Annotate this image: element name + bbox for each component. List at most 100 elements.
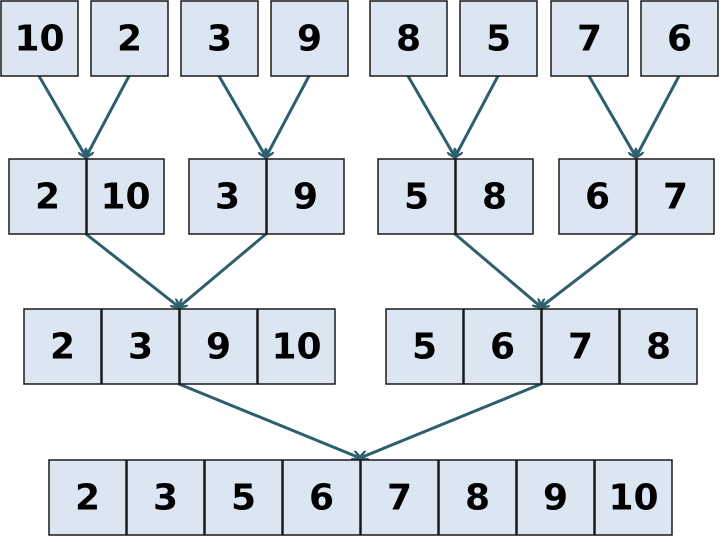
merge-arrow: [455, 74, 500, 157]
array-cell: 8: [438, 459, 517, 536]
cell-box: [550, 0, 629, 77]
array-group: 2 3 5 6 7 8 9 10: [48, 459, 673, 536]
array-cell: 7: [360, 459, 439, 536]
merge-arrow: [84, 232, 179, 307]
cell-box: [438, 459, 517, 536]
merge-arrow: [86, 74, 131, 157]
cell-value: 5: [412, 327, 437, 368]
array-group: 2 10: [8, 158, 165, 235]
merge-arrow: [406, 74, 455, 157]
array-cell: 2: [8, 158, 87, 235]
cell-box: [90, 0, 169, 77]
merge-arrow: [217, 74, 266, 157]
cell-box: [558, 158, 637, 235]
array-cell: 6: [463, 308, 542, 385]
cell-box: [101, 308, 180, 385]
cell-box: [0, 0, 79, 77]
array-cell: 7: [550, 0, 629, 77]
cell-box: [126, 459, 205, 536]
cell-value: 6: [585, 177, 610, 218]
cell-value: 2: [50, 327, 75, 368]
cell-value: 3: [207, 19, 232, 60]
cell-box: [541, 308, 620, 385]
cell-value: 7: [387, 478, 412, 519]
cell-value: 3: [153, 478, 178, 519]
cell-box: [204, 459, 283, 536]
array-group: 9: [270, 0, 349, 77]
cell-value: 5: [486, 19, 511, 60]
cell-value: 6: [309, 478, 334, 519]
array-group: 3: [180, 0, 259, 77]
merge-arrow: [541, 232, 638, 307]
cell-value: 10: [608, 478, 658, 519]
cell-box: [270, 0, 349, 77]
merge-arrow: [177, 382, 360, 458]
array-cell: 7: [636, 158, 715, 235]
cell-value: 9: [543, 478, 568, 519]
array-cell: 3: [126, 459, 205, 536]
cell-value: 9: [206, 327, 231, 368]
array-group: 10: [0, 0, 79, 77]
array-cell: 2: [23, 308, 102, 385]
cell-box: [180, 0, 259, 77]
merge-arrow: [360, 382, 543, 458]
cell-value: 6: [667, 19, 692, 60]
array-cell: 2: [48, 459, 127, 536]
cell-box: [282, 459, 361, 536]
array-cell: 10: [257, 308, 336, 385]
merge-arrow: [179, 232, 268, 307]
merge-arrow: [266, 74, 311, 157]
cell-value: 8: [465, 478, 490, 519]
cell-value: 5: [231, 478, 256, 519]
cell-box: [377, 158, 456, 235]
cell-value: 10: [271, 327, 321, 368]
cell-value: 10: [100, 177, 150, 218]
cell-value: 6: [490, 327, 515, 368]
cell-value: 7: [568, 327, 593, 368]
cell-value: 9: [297, 19, 322, 60]
array-cell: 9: [516, 459, 595, 536]
cell-value: 2: [35, 177, 60, 218]
cell-box: [640, 0, 719, 77]
array-cell: 5: [459, 0, 538, 77]
cell-value: 7: [663, 177, 688, 218]
cell-box: [455, 158, 534, 235]
array-cell: 10: [86, 158, 165, 235]
array-cell: 8: [455, 158, 534, 235]
cell-value: 2: [117, 19, 142, 60]
array-group: 6: [640, 0, 719, 77]
cell-box: [619, 308, 698, 385]
cell-box: [86, 158, 165, 235]
cell-value: 9: [293, 177, 318, 218]
merge-arrow: [453, 232, 541, 307]
cell-box: [369, 0, 448, 77]
array-cell: 10: [0, 0, 79, 77]
cell-value: 3: [128, 327, 153, 368]
merge-arrow: [37, 74, 86, 157]
arrows-layer: [37, 74, 681, 458]
cell-box: [516, 459, 595, 536]
array-group: 2: [90, 0, 169, 77]
array-cell: 6: [558, 158, 637, 235]
array-cell: 5: [385, 308, 464, 385]
array-cell: 9: [179, 308, 258, 385]
cell-box: [179, 308, 258, 385]
array-cell: 2: [90, 0, 169, 77]
cell-box: [266, 158, 345, 235]
cell-box: [23, 308, 102, 385]
array-cell: 3: [188, 158, 267, 235]
array-cell: 8: [619, 308, 698, 385]
merge-arrow: [636, 74, 681, 157]
array-cell: 9: [270, 0, 349, 77]
cell-box: [188, 158, 267, 235]
cell-box: [8, 158, 87, 235]
cell-box: [360, 459, 439, 536]
cell-value: 2: [75, 478, 100, 519]
cell-value: 8: [646, 327, 671, 368]
array-group: 8: [369, 0, 448, 77]
array-group: 2 3 9 10: [23, 308, 336, 385]
cell-value: 3: [215, 177, 240, 218]
